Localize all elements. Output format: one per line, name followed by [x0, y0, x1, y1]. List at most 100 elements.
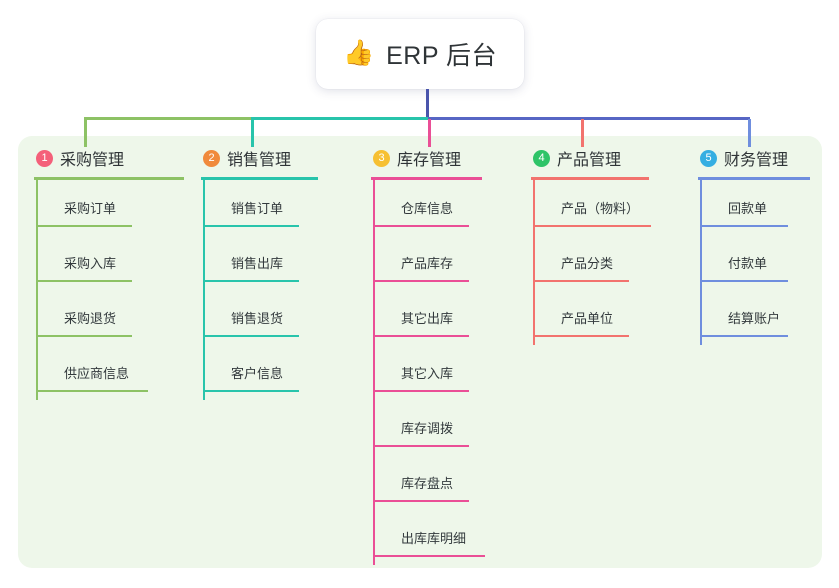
branch-drop-connector-2: [251, 119, 254, 147]
branch-item-label: 采购入库: [64, 256, 117, 271]
branch-item-label: 客户信息: [231, 366, 284, 381]
branch-item-rule: [203, 225, 299, 227]
branch-header-3[interactable]: 3 库存管理: [371, 146, 482, 170]
branch-column-1: 1 采购管理采购订单采购入库采购退货供应商信息: [34, 146, 184, 400]
branch-item[interactable]: 采购订单: [34, 180, 184, 235]
branch-item-rule: [373, 280, 469, 282]
branch-item[interactable]: 其它出库: [371, 290, 482, 345]
branch-item-label: 其它入库: [401, 366, 454, 381]
branch-drop-connector-4: [581, 119, 584, 147]
branch-item[interactable]: 销售退货: [201, 290, 318, 345]
branch-column-2: 2 销售管理销售订单销售出库销售退货客户信息: [201, 146, 318, 400]
branch-header-rule-5: [698, 177, 810, 180]
branch-item[interactable]: 客户信息: [201, 345, 318, 400]
branch-item[interactable]: 供应商信息: [34, 345, 184, 400]
branch-item-rule: [533, 225, 651, 227]
branch-items-1: 采购订单采购入库采购退货供应商信息: [34, 180, 184, 400]
branch-spine-3: [373, 180, 375, 565]
branch-item[interactable]: 产品（物料）: [531, 180, 651, 235]
branch-header-5[interactable]: 5 财务管理: [698, 146, 810, 170]
root-node-title: ERP 后台: [386, 42, 498, 70]
branch-item[interactable]: 库存盘点: [371, 455, 482, 510]
branch-spine-5: [700, 180, 702, 345]
branch-item[interactable]: 付款单: [698, 235, 810, 290]
branch-item-rule: [533, 280, 629, 282]
branch-header-4[interactable]: 4 产品管理: [531, 146, 649, 170]
branch-title-5: 财务管理: [724, 152, 789, 169]
branch-item[interactable]: 库存调拨: [371, 400, 482, 455]
branch-drop-connector-5: [748, 119, 751, 147]
branch-item[interactable]: 其它入库: [371, 345, 482, 400]
branch-item[interactable]: 回款单: [698, 180, 810, 235]
branch-column-5: 5 财务管理回款单付款单结算账户: [698, 146, 810, 345]
branch-item-rule: [373, 500, 469, 502]
branch-item[interactable]: 产品库存: [371, 235, 482, 290]
branch-badge-1: 1: [36, 149, 53, 167]
branch-column-3: 3 库存管理仓库信息产品库存其它出库其它入库库存调拨库存盘点出库库明细: [371, 146, 485, 565]
branch-item-rule: [373, 335, 469, 337]
branch-items-5: 回款单付款单结算账户: [698, 180, 810, 345]
branch-header-2[interactable]: 2 销售管理: [201, 146, 318, 170]
branch-item[interactable]: 仓库信息: [371, 180, 482, 235]
branch-item-rule: [203, 280, 299, 282]
branch-badge-3: 3: [373, 149, 390, 167]
branch-item-rule: [203, 335, 299, 337]
branch-item[interactable]: 结算账户: [698, 290, 810, 345]
branch-item[interactable]: 出库库明细: [371, 510, 485, 565]
branch-item-label: 出库库明细: [401, 531, 467, 546]
branch-item-label: 仓库信息: [401, 201, 454, 216]
branch-header-rule-3: [371, 177, 482, 180]
branch-item-label: 结算账户: [728, 311, 781, 326]
branch-item-label: 其它出库: [401, 311, 454, 326]
branch-item-label: 产品（物料）: [561, 201, 640, 216]
branch-item-rule: [700, 335, 788, 337]
branch-badge-5: 5: [700, 149, 717, 167]
branch-spine-1: [36, 180, 38, 400]
branch-item-rule: [700, 280, 788, 282]
branch-item-rule: [373, 445, 469, 447]
branch-items-2: 销售订单销售出库销售退货客户信息: [201, 180, 318, 400]
thumbs-up-icon: 👍: [342, 38, 375, 67]
branches-panel: [18, 136, 822, 568]
branch-item[interactable]: 产品分类: [531, 235, 649, 290]
branch-title-3: 库存管理: [397, 152, 462, 169]
branch-title-1: 采购管理: [60, 152, 125, 169]
branch-spine-4: [533, 180, 535, 345]
branch-item[interactable]: 产品单位: [531, 290, 649, 345]
branch-item[interactable]: 采购退货: [34, 290, 184, 345]
bus-segment-teal: [251, 117, 428, 120]
branch-item-label: 产品单位: [561, 311, 614, 326]
branch-item[interactable]: 销售出库: [201, 235, 318, 290]
branch-item-rule: [36, 390, 148, 392]
branch-item-label: 库存盘点: [401, 476, 454, 491]
branch-column-4: 4 产品管理产品（物料） 产品分类产品单位: [531, 146, 651, 345]
bus-segment-green: [84, 117, 251, 120]
branch-title-4: 产品管理: [557, 152, 622, 169]
branch-item-label: 销售出库: [231, 256, 284, 271]
branch-item[interactable]: 销售订单: [201, 180, 318, 235]
branch-badge-4: 4: [533, 149, 550, 167]
bus-segment-indigo: [428, 117, 750, 120]
branch-item[interactable]: 采购入库: [34, 235, 184, 290]
branch-item-label: 采购订单: [64, 201, 117, 216]
branch-header-rule-2: [201, 177, 318, 180]
branch-item-rule: [373, 225, 469, 227]
branch-item-label: 付款单: [728, 256, 768, 271]
root-node-card[interactable]: 👍 ERP 后台: [316, 19, 524, 89]
branch-item-rule: [533, 335, 629, 337]
branch-header-1[interactable]: 1 采购管理: [34, 146, 184, 170]
branch-item-label: 产品库存: [401, 256, 454, 271]
branch-item-rule: [203, 390, 299, 392]
branch-items-3: 仓库信息产品库存其它出库其它入库库存调拨库存盘点出库库明细: [371, 180, 485, 565]
branch-title-2: 销售管理: [227, 152, 292, 169]
branch-badge-2: 2: [203, 149, 220, 167]
branch-item-label: 销售订单: [231, 201, 284, 216]
branch-item-label: 库存调拨: [401, 421, 454, 436]
branch-header-rule-4: [531, 177, 649, 180]
branch-item-rule: [36, 280, 132, 282]
branch-item-label: 回款单: [728, 201, 768, 216]
branch-item-label: 销售退货: [231, 311, 284, 326]
branch-drop-connector-1: [84, 119, 87, 147]
branch-item-rule: [700, 225, 788, 227]
branch-item-label: 供应商信息: [64, 366, 130, 381]
